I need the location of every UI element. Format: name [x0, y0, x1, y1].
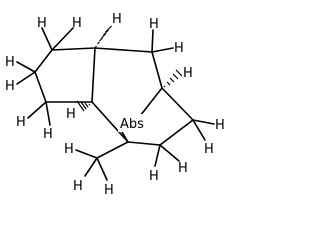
h-label: H [183, 66, 193, 81]
h-label: H [66, 107, 76, 122]
bond-c1-c2 [34, 49, 53, 73]
hydrogen-bonds [16, 27, 215, 181]
wedge-c3a-h [76, 100, 91, 112]
carbon-skeleton [34, 47, 194, 159]
abs-label: Abs [120, 117, 144, 132]
h-label: H [37, 16, 47, 31]
h-label: H [5, 79, 15, 94]
bond-c5a-c5 [161, 87, 194, 121]
h-label: H [174, 41, 184, 56]
bond-c1-c6a [51, 47, 96, 51]
h-label: H [112, 12, 122, 27]
bond-c5a-abs [139, 87, 163, 117]
h-label: H [16, 115, 26, 130]
bond-c6a-c6 [94, 47, 153, 53]
h-label: H [149, 17, 159, 32]
h-label: H [73, 179, 83, 194]
h-label: H [104, 183, 114, 198]
wedge-c6a-h [95, 25, 112, 48]
h-label: H [5, 55, 15, 70]
h-label: H [204, 142, 214, 157]
hydrogen-labels: H H H H H H H H H H H H H H H H H H [5, 12, 225, 198]
bond-c4a-abs [121, 131, 129, 143]
molecule-structure: H H H H H H H H H H H H H H H H H H Abs [5, 12, 225, 198]
h-label: H [178, 161, 188, 176]
bond-c5-c4 [159, 119, 194, 146]
h-label: H [43, 127, 53, 142]
wedge-c5a-h [163, 69, 183, 88]
bond-c4a-methyl [96, 141, 129, 159]
stereo-wedges [76, 25, 183, 112]
bond-c2-c3 [34, 71, 47, 103]
bond-c6a-c3a [91, 47, 96, 103]
h-label: H [149, 169, 159, 184]
bond-c3a-c4a [91, 101, 129, 143]
h-label: H [64, 142, 74, 157]
structure-canvas: H H H H H H H H H H H H H H H H H H Abs [5, 12, 225, 198]
bond-c6-c5a [151, 51, 163, 89]
h-label: H [72, 16, 82, 31]
abs-stereo-label: Abs [118, 114, 154, 132]
bond-c4-c4a [127, 141, 161, 146]
h-label: H [215, 118, 225, 133]
